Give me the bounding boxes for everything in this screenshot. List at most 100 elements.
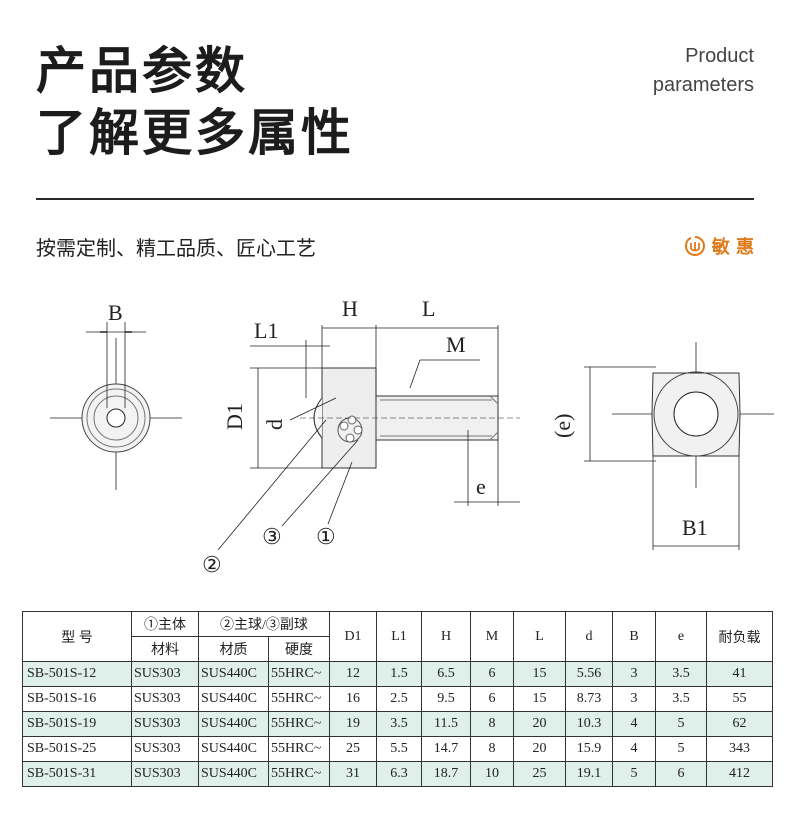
hex-view <box>584 342 774 550</box>
title-line-2: 了解更多属性 <box>36 104 354 162</box>
table-row: SB-501S-12 SUS303 SUS440C 55HRC~ 12 1.5 … <box>22 661 773 687</box>
cell-load: 41 <box>706 661 773 687</box>
cell-hardness: 55HRC~ <box>268 661 330 687</box>
table-row: SB-501S-19 SUS303 SUS440C 55HRC~ 19 3.5 … <box>22 711 773 737</box>
cell-D1: 25 <box>329 736 377 762</box>
cell-d: 19.1 <box>565 761 613 787</box>
brand-mark-icon <box>684 236 705 257</box>
label-part-2: ② <box>202 552 222 577</box>
cell-hardness: 55HRC~ <box>268 686 330 712</box>
cell-L: 15 <box>513 686 566 712</box>
cell-e: 6 <box>655 761 707 787</box>
cell-B: 4 <box>612 711 656 737</box>
cell-H: 6.5 <box>421 661 471 687</box>
header-e: e <box>655 611 707 662</box>
header-d: d <box>565 611 613 662</box>
cell-L: 25 <box>513 761 566 787</box>
title-line-1: 产品参数 <box>36 42 248 100</box>
technical-drawing: B <box>50 296 774 577</box>
cell-d: 8.73 <box>565 686 613 712</box>
label-part-3: ③ <box>262 524 282 549</box>
cell-B: 5 <box>612 761 656 787</box>
cell-load: 412 <box>706 761 773 787</box>
cell-hardness: 55HRC~ <box>268 711 330 737</box>
cell-L1: 3.5 <box>376 711 422 737</box>
cell-body: SUS303 <box>131 686 199 712</box>
cell-H: 14.7 <box>421 736 471 762</box>
header-L1: L1 <box>376 611 422 662</box>
cell-D1: 31 <box>329 761 377 787</box>
cell-e: 3.5 <box>655 661 707 687</box>
label-M: M <box>446 332 466 357</box>
label-L: L <box>422 296 435 321</box>
header-model: 型 号 <box>22 611 132 662</box>
cell-model: SB-501S-16 <box>22 686 132 712</box>
brand-logo: 敏 惠 <box>684 233 754 259</box>
cell-hardness: 55HRC~ <box>268 736 330 762</box>
end-view <box>50 322 182 490</box>
cell-d: 15.9 <box>565 736 613 762</box>
brand-name: 敏 惠 <box>711 237 754 258</box>
english-subtitle-line-1: Product <box>685 45 754 67</box>
cell-H: 18.7 <box>421 761 471 787</box>
cell-load: 343 <box>706 736 773 762</box>
cell-ball: SUS440C <box>198 761 269 787</box>
cell-body: SUS303 <box>131 711 199 737</box>
cell-model: SB-501S-12 <box>22 661 132 687</box>
header-B: B <box>612 611 656 662</box>
cell-hardness: 55HRC~ <box>268 761 330 787</box>
cell-B: 3 <box>612 661 656 687</box>
cell-model: SB-501S-19 <box>22 711 132 737</box>
label-L1: L1 <box>254 318 278 343</box>
cell-L: 20 <box>513 711 566 737</box>
cell-M: 8 <box>470 736 514 762</box>
header-M: M <box>470 611 514 662</box>
cell-H: 11.5 <box>421 711 471 737</box>
header-load: 耐负载 <box>706 611 773 662</box>
table-row: SB-501S-25 SUS303 SUS440C 55HRC~ 25 5.5 … <box>22 736 773 762</box>
cell-body: SUS303 <box>131 661 199 687</box>
page-title: 产品参数 了解更多属性 <box>36 40 354 164</box>
cell-D1: 19 <box>329 711 377 737</box>
cell-M: 10 <box>470 761 514 787</box>
cell-L: 20 <box>513 736 566 762</box>
header-body-material-top: ①主体 <box>131 611 199 637</box>
cell-L1: 2.5 <box>376 686 422 712</box>
header-ball-top: ②主球/③副球 <box>198 611 330 637</box>
cell-model: SB-501S-25 <box>22 736 132 762</box>
header-body-material: 材料 <box>131 636 199 662</box>
label-e: e <box>476 474 486 499</box>
label-part-1: ① <box>316 524 336 549</box>
label-H: H <box>342 296 358 321</box>
label-B1: B1 <box>682 515 708 540</box>
cell-D1: 12 <box>329 661 377 687</box>
english-subtitle-line-2: parameters <box>652 74 754 96</box>
cell-body: SUS303 <box>131 736 199 762</box>
cell-L1: 6.3 <box>376 761 422 787</box>
cell-ball: SUS440C <box>198 686 269 712</box>
side-view <box>217 325 520 551</box>
cell-M: 6 <box>470 661 514 687</box>
label-e-paren: (e) <box>550 414 575 438</box>
cell-d: 5.56 <box>565 661 613 687</box>
header-D1: D1 <box>329 611 377 662</box>
tagline: 按需定制、精工品质、匠心工艺 <box>36 236 316 260</box>
cell-ball: SUS440C <box>198 711 269 737</box>
cell-body: SUS303 <box>131 761 199 787</box>
header-ball-material: 材质 <box>198 636 269 662</box>
cell-load: 62 <box>706 711 773 737</box>
table-row: SB-501S-31 SUS303 SUS440C 55HRC~ 31 6.3 … <box>22 761 773 787</box>
header-L: L <box>513 611 566 662</box>
cell-d: 10.3 <box>565 711 613 737</box>
cell-L1: 5.5 <box>376 736 422 762</box>
table-row: SB-501S-16 SUS303 SUS440C 55HRC~ 16 2.5 … <box>22 686 773 712</box>
cell-L: 15 <box>513 661 566 687</box>
cell-D1: 16 <box>329 686 377 712</box>
label-B: B <box>108 300 123 325</box>
cell-model: SB-501S-31 <box>22 761 132 787</box>
cell-e: 5 <box>655 736 707 762</box>
cell-B: 4 <box>612 736 656 762</box>
cell-H: 9.5 <box>421 686 471 712</box>
english-subtitle: Product parameters <box>653 42 754 100</box>
spec-table: 型 号 ①主体 ②主球/③副球 D1 L1 H M L d B e 耐负载 材料… <box>22 611 773 787</box>
